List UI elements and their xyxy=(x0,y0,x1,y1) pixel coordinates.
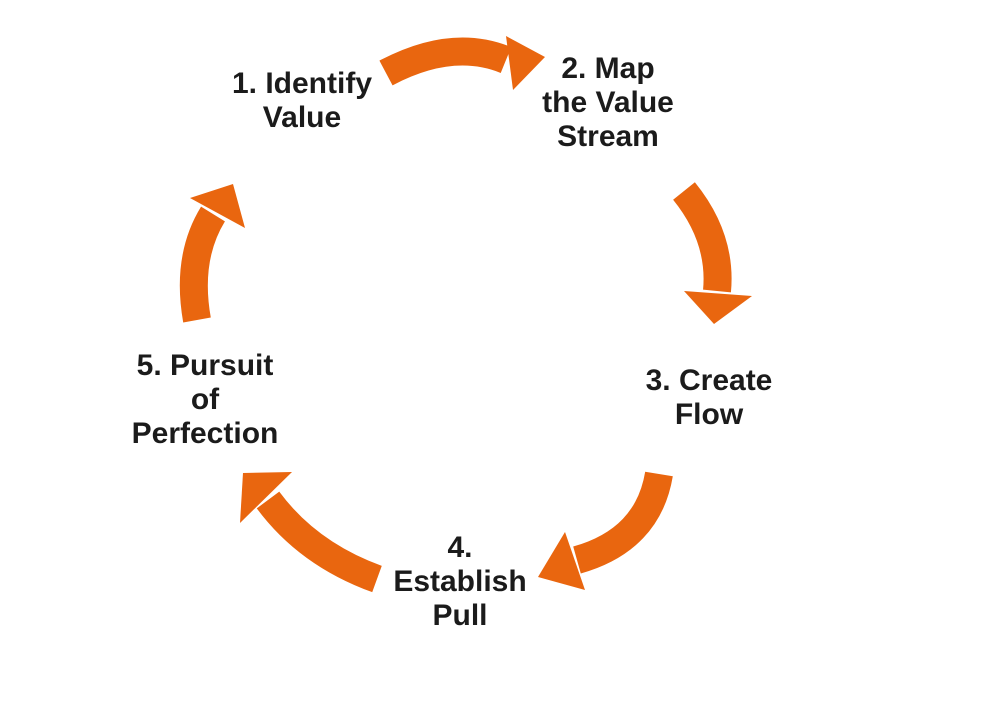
step-label-establish-pull: 4. Establish Pull xyxy=(393,531,527,632)
arrow-step1-to-step2-icon xyxy=(379,36,545,90)
step-label-pursuit-of-perfection: 5. Pursuit of Perfection xyxy=(131,349,279,450)
step-label-map-value-stream: 2. Map the Value Stream xyxy=(542,52,674,153)
step-label-identify-value: 1. Identify Value xyxy=(231,67,373,134)
arrow-step2-to-step3-icon xyxy=(672,182,752,324)
arrow-step3-to-step4-icon xyxy=(538,471,673,590)
arrow-step5-to-step1-icon xyxy=(179,184,245,323)
arrow-step4-to-step5-icon xyxy=(240,472,382,593)
step-label-create-flow: 3. Create Flow xyxy=(645,364,773,431)
